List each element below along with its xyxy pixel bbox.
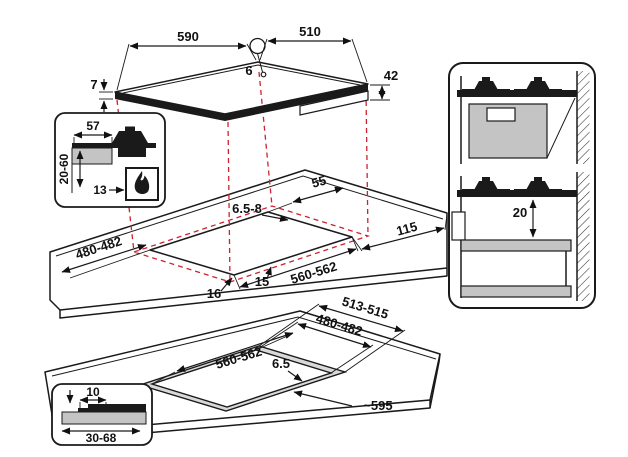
label-edge-distance: 15 xyxy=(255,266,272,289)
dim-hob-depth: 510 xyxy=(259,24,368,83)
hob-profile xyxy=(457,90,577,97)
dim-label: 510 xyxy=(299,24,321,39)
dim-hob-height: 42 xyxy=(370,68,398,101)
dim-label: 10 xyxy=(86,385,100,399)
dim-label: 590 xyxy=(177,29,199,44)
dim-label: 55 xyxy=(310,173,328,191)
hob-profile xyxy=(457,190,577,197)
burner-icon xyxy=(514,177,562,191)
worktop-section xyxy=(61,411,147,425)
dim-worktop-thickness: 20-60 xyxy=(57,150,84,188)
dim-step-width: 10 xyxy=(79,385,107,408)
dim-label: 15 xyxy=(255,274,269,289)
dim-label: 480-482 xyxy=(74,233,124,262)
side-view-cabinet xyxy=(457,71,590,164)
side-view-shelf: 20 xyxy=(451,172,590,301)
hob-body xyxy=(299,90,369,116)
dim-recess-width: ~595 xyxy=(293,390,393,413)
dim-label: 13 xyxy=(93,183,107,197)
step-section xyxy=(78,408,88,412)
worktop-front-thickness xyxy=(59,268,448,319)
pan-support-section xyxy=(112,131,148,143)
dim-shelf-clearance: 20 xyxy=(513,199,537,238)
glass-section xyxy=(72,143,156,148)
hole-on-glass xyxy=(260,71,267,78)
dim-cutout-depth: 480-482 xyxy=(61,233,151,279)
dim-cutout-width: 560-562 xyxy=(233,236,359,290)
dim-label: 7 xyxy=(90,77,97,92)
dim-panel-thickness: 6.5-8 xyxy=(232,201,289,222)
dim-label: 480-482 xyxy=(314,311,364,339)
dim-label: 6 xyxy=(245,63,252,78)
shelf-board xyxy=(460,239,572,252)
dim-label: 20-60 xyxy=(57,153,71,184)
dim-recess-step: 6.5 xyxy=(272,356,303,382)
wall-hatching xyxy=(577,71,590,164)
dim-label: 115 xyxy=(395,219,419,239)
worktop-section xyxy=(71,147,113,165)
worktop-back-edge-line xyxy=(51,316,437,377)
dim-label: 6.5-8 xyxy=(232,201,262,216)
wall-hatching xyxy=(577,172,590,301)
dim-depth-to-front: 57 xyxy=(73,119,113,143)
label-corner-radius: 16 xyxy=(207,277,233,301)
dim-label: 513-515 xyxy=(340,294,390,322)
projection-line-right xyxy=(365,91,369,237)
flame-icon xyxy=(134,171,150,195)
burner-icon xyxy=(514,77,562,91)
dim-rear-clearance: 55 xyxy=(267,173,344,213)
side-bracket xyxy=(451,211,466,241)
worktop-back-edge-line xyxy=(55,175,444,257)
hole-leader xyxy=(257,53,263,73)
section-detail-lower: 10 30-68 xyxy=(51,383,153,446)
worktop-right-thickness xyxy=(429,353,441,409)
side-view-panel: 20 xyxy=(448,62,596,309)
dim-glass-thickness: 7 xyxy=(90,77,113,112)
dim-depth-range: 30-68 xyxy=(61,427,141,445)
bottom-board xyxy=(460,285,572,298)
burner-icon xyxy=(462,77,510,91)
hob-side-face-left xyxy=(115,92,225,121)
dim-label: 16 xyxy=(207,286,221,301)
glass-section xyxy=(88,404,146,412)
dim-label: 20 xyxy=(513,205,527,220)
dim-label: 42 xyxy=(384,68,398,83)
hob-bevel-line xyxy=(122,64,361,94)
junction-box xyxy=(486,107,516,122)
projection-line-front xyxy=(227,121,231,283)
dim-label: 57 xyxy=(86,119,100,133)
hob-top-view xyxy=(114,37,369,121)
panel-box xyxy=(448,62,596,309)
dim-label: 30-68 xyxy=(86,431,117,445)
dim-hole-diameter: 6 xyxy=(245,63,252,78)
hob-glass-top xyxy=(114,61,369,115)
dim-side-clearance: 115 xyxy=(351,213,448,252)
hob-side-face-right xyxy=(225,84,368,121)
burner-cap-section xyxy=(125,126,135,131)
dim-label: ~595 xyxy=(363,398,392,413)
burner-body-section xyxy=(118,148,146,157)
dim-label: 6.5 xyxy=(272,356,290,371)
dim-clearance-below: 13 xyxy=(93,183,125,197)
back-panel-line xyxy=(546,97,576,159)
burner-icon xyxy=(462,177,510,191)
section-detail-upper: 57 20-60 13 xyxy=(54,112,166,208)
projection-line-back xyxy=(258,71,273,207)
dim-hob-width: 590 xyxy=(116,29,257,91)
